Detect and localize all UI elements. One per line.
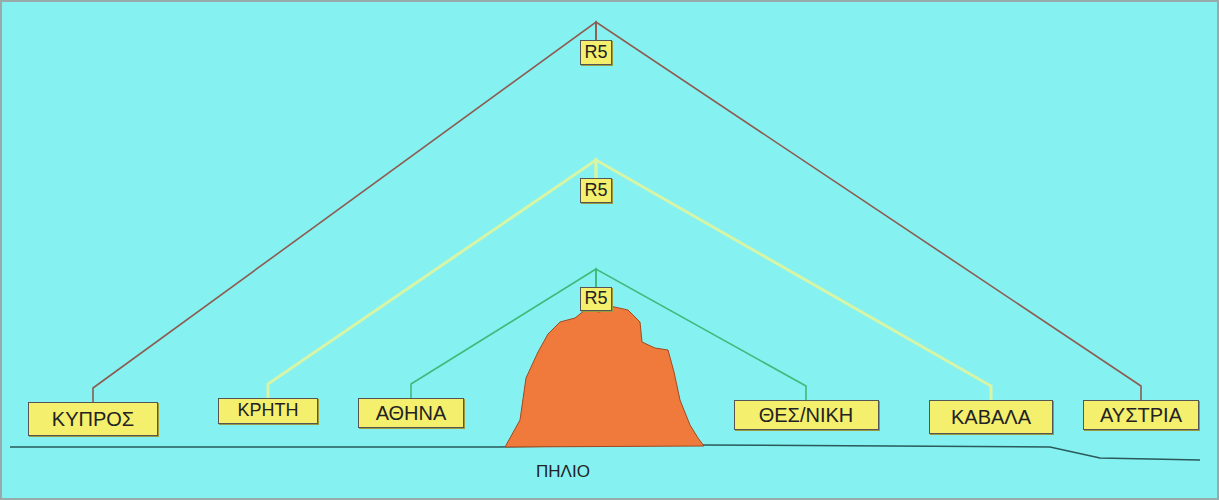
relay-box: R5 <box>580 40 612 65</box>
radio-link <box>93 22 596 402</box>
radio-link <box>596 160 991 400</box>
relay-box: R5 <box>580 178 612 203</box>
radio-link <box>596 22 1141 400</box>
station-box: ΚΡΗΤΗ <box>218 398 318 424</box>
radio-link <box>411 269 596 398</box>
mountain <box>505 306 704 447</box>
node-label: R5 <box>584 181 607 201</box>
place-name: ΠΗΛΙΟ <box>536 462 590 482</box>
node-label: ΚΑΒΑΛΑ <box>951 406 1031 428</box>
relay-box: R5 <box>580 287 612 311</box>
radio-link <box>268 160 596 398</box>
station-box: ΘΕΣ/ΝΙΚΗ <box>734 400 879 430</box>
station-box: ΑΥΣΤΡΙΑ <box>1083 400 1199 430</box>
node-label: R5 <box>584 289 607 309</box>
ground-line <box>10 445 1200 460</box>
node-label: ΚΡΗΤΗ <box>237 401 298 421</box>
station-box: ΑΘΗΝΑ <box>358 398 464 428</box>
node-label: ΑΥΣΤΡΙΑ <box>1100 404 1182 426</box>
station-box: ΚΥΠΡΟΣ <box>28 402 158 436</box>
radio-link <box>596 269 806 400</box>
node-label: ΑΘΗΝΑ <box>376 402 447 424</box>
node-label: R5 <box>584 43 607 63</box>
station-box: ΚΑΒΑΛΑ <box>929 400 1053 434</box>
node-label: ΚΥΠΡΟΣ <box>52 408 134 430</box>
node-label: ΘΕΣ/ΝΙΚΗ <box>759 404 854 426</box>
